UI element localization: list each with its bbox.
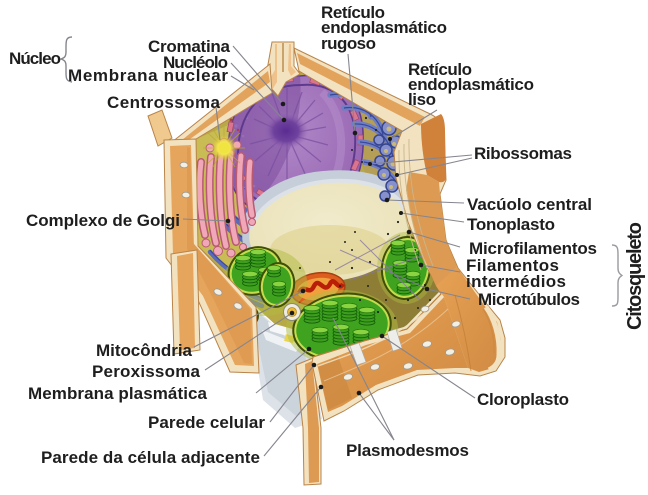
svg-text:Ribossomas: Ribossomas <box>474 144 572 163</box>
svg-text:Cromatina: Cromatina <box>148 37 231 56</box>
svg-text:endoplasmático: endoplasmático <box>408 75 534 94</box>
svg-text:Retículo: Retículo <box>408 60 472 79</box>
svg-text:Cloroplasto: Cloroplasto <box>477 390 569 409</box>
svg-text:Centrossoma: Centrossoma <box>107 93 221 112</box>
svg-text:Membrana nuclear: Membrana nuclear <box>68 66 228 85</box>
svg-text:Nucléolo: Nucléolo <box>163 53 228 72</box>
svg-text:Núcleo: Núcleo <box>9 49 61 68</box>
svg-text:endoplasmático: endoplasmático <box>321 18 447 37</box>
svg-text:Microfilamentos: Microfilamentos <box>469 239 597 258</box>
svg-text:Citosqueleto: Citosqueleto <box>624 222 646 330</box>
svg-text:Plasmodesmos: Plasmodesmos <box>346 441 469 460</box>
svg-text:Parede da célula adjacente: Parede da célula adjacente <box>41 448 260 467</box>
svg-text:Vacúolo central: Vacúolo central <box>467 195 592 214</box>
svg-text:Complexo de Golgi: Complexo de Golgi <box>26 211 180 230</box>
svg-text:Filamentos: Filamentos <box>466 256 559 275</box>
svg-text:Retículo: Retículo <box>321 3 385 22</box>
svg-text:Tonoplasto: Tonoplasto <box>467 215 555 234</box>
svg-text:Parede celular: Parede celular <box>148 413 265 432</box>
svg-text:rugoso: rugoso <box>321 34 376 53</box>
svg-text:Membrana plasmática: Membrana plasmática <box>28 384 208 403</box>
svg-text:Peroxissoma: Peroxissoma <box>92 362 201 381</box>
svg-text:liso: liso <box>408 90 436 109</box>
svg-text:Microtúbulos: Microtúbulos <box>478 290 580 309</box>
svg-text:Mitocôndria: Mitocôndria <box>96 341 193 360</box>
svg-text:intermédios: intermédios <box>466 272 566 291</box>
